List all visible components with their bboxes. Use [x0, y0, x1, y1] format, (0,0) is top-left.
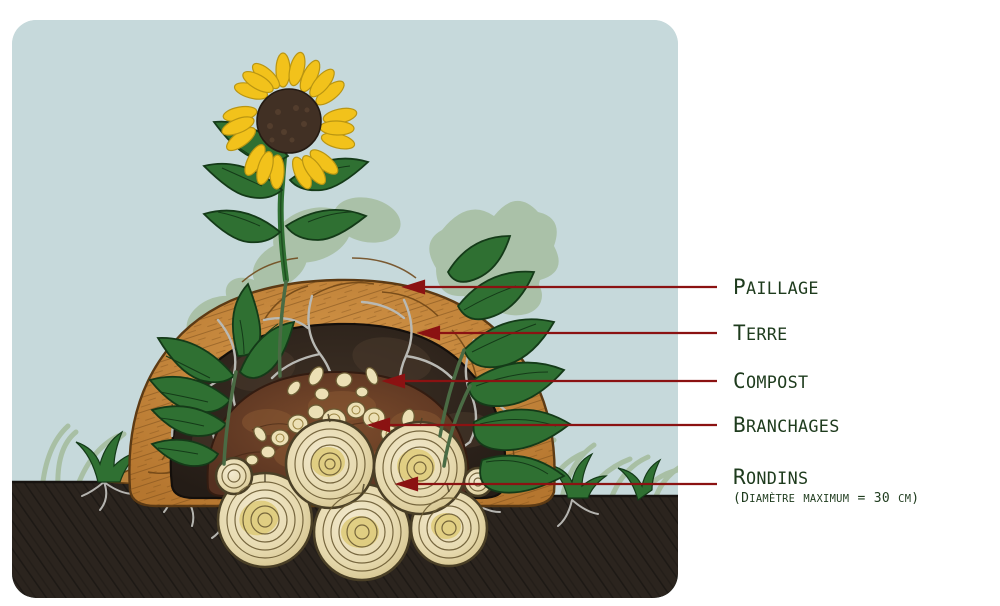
legend-sublabel-rondins-diameter: (DIAMÈTRE MAXIMUM = 30 CM): [733, 491, 920, 506]
legend-label-rondins: RONDINS: [733, 465, 809, 489]
sunflower-plant: [202, 51, 370, 283]
right-foliage-veins: [463, 285, 557, 475]
legend-label-terre: TERRE: [733, 321, 788, 345]
legend-label-branchages: BRANCHAGES: [733, 413, 840, 437]
legend-label-compost: COMPOST: [733, 369, 809, 393]
hugelkultur-illustration: [12, 20, 678, 598]
illustration-content: [12, 20, 678, 598]
logs-layer: [214, 413, 494, 582]
left-foliage-veins: [157, 319, 279, 455]
sunflower-head: [221, 51, 358, 190]
legend-label-paillage: PAILLAGE: [733, 275, 819, 299]
illustration-panel: [12, 20, 678, 598]
foliage-stems: [222, 280, 472, 468]
